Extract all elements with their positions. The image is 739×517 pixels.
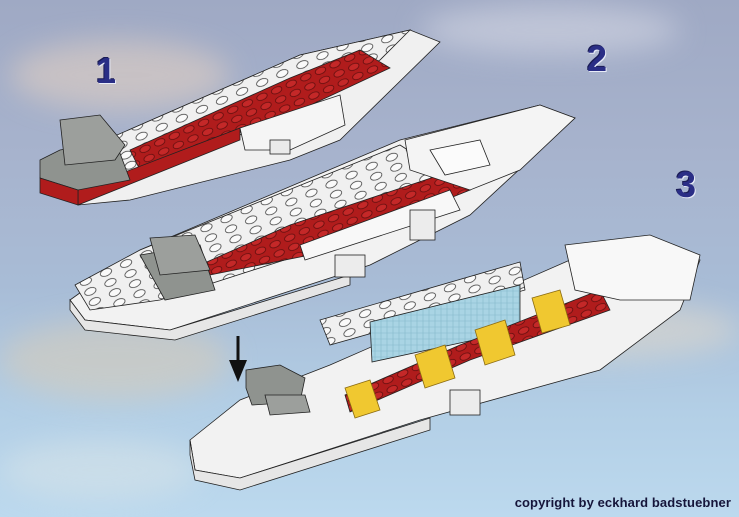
down-arrow-icon — [229, 336, 247, 382]
step-number-1: 1 — [96, 50, 117, 91]
step-number-3: 3 — [676, 164, 697, 205]
step-3-model — [189, 234, 701, 491]
cloud — [0, 440, 200, 500]
cloud — [420, 5, 680, 55]
grey-engine — [245, 364, 311, 416]
step-2-model — [69, 104, 576, 341]
copyright-text: copyright by eckhard badstuebner — [514, 495, 731, 510]
step-number-2: 2 — [587, 38, 608, 79]
yellow-seats — [344, 289, 571, 419]
cloud — [10, 40, 230, 110]
step-1-model — [39, 29, 441, 206]
